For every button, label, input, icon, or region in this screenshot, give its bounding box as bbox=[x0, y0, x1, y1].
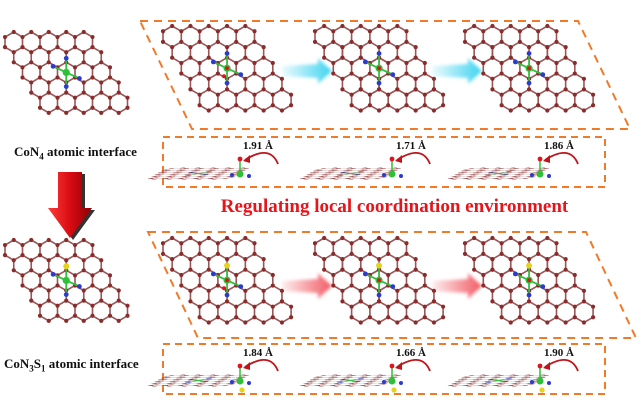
co-active-site bbox=[337, 378, 364, 383]
cyan-arrow-2 bbox=[432, 58, 482, 84]
co-active-site bbox=[210, 262, 244, 298]
co-active-site bbox=[50, 263, 82, 297]
con4-side-view-2-adsorbate bbox=[382, 156, 403, 178]
con4-top-view-1 bbox=[160, 23, 294, 113]
pink-arrow-2 bbox=[432, 273, 482, 299]
distance-label-top-1: 1.91 Å bbox=[243, 140, 273, 152]
co-active-site bbox=[210, 51, 244, 86]
distance-label-top-2: 1.71 Å bbox=[396, 140, 426, 152]
co-active-site bbox=[362, 51, 396, 86]
con3s1-side-view-2 bbox=[299, 374, 402, 387]
co-active-site bbox=[185, 378, 212, 383]
con4-side-view-1-adsorbate bbox=[230, 156, 251, 178]
cyan-arrow-1 bbox=[282, 58, 332, 84]
co-active-site bbox=[362, 262, 396, 298]
co-active-site bbox=[50, 55, 82, 89]
con4-top-view-2 bbox=[312, 23, 446, 113]
down-arrow-icon bbox=[48, 172, 95, 240]
con3s1-top-view-1 bbox=[160, 235, 294, 325]
con3s1-side-view-1-adsorbate bbox=[230, 363, 251, 393]
center-title: Regulating local coordination environmen… bbox=[220, 196, 569, 217]
con3s1-label: CoN3S1 atomic interface bbox=[4, 356, 139, 374]
co-active-site bbox=[512, 51, 546, 86]
con4-side-view-2 bbox=[299, 167, 402, 180]
con3s1-side-view-3-adsorbate bbox=[530, 363, 551, 393]
distance-label-bottom-1: 1.84 Å bbox=[243, 347, 273, 359]
co-active-site bbox=[485, 171, 512, 176]
distance-label-top-3: 1.86 Å bbox=[544, 140, 574, 152]
side-view-frame-bottom bbox=[162, 343, 606, 395]
con3s1-lattice bbox=[2, 237, 130, 323]
con4-label: CoN4 atomic interface bbox=[14, 144, 137, 162]
con4-side-view-3-adsorbate bbox=[530, 156, 551, 178]
con4-top-view-3 bbox=[462, 23, 596, 113]
side-view-frame-top bbox=[162, 136, 606, 188]
con3s1-top-view-3 bbox=[462, 235, 596, 325]
pink-arrow-1 bbox=[282, 273, 332, 299]
co-active-site bbox=[185, 171, 212, 176]
con3s1-side-view-3 bbox=[447, 374, 550, 387]
con3s1-side-view-1 bbox=[147, 374, 250, 387]
con3s1-side-view-2-adsorbate bbox=[382, 363, 403, 393]
con4-side-view-3 bbox=[447, 167, 550, 180]
co-active-site bbox=[512, 262, 546, 298]
co-active-site bbox=[485, 378, 512, 383]
distance-label-bottom-2: 1.66 Å bbox=[396, 347, 426, 359]
con3s1-top-view-2 bbox=[312, 235, 446, 325]
co-active-site bbox=[337, 171, 364, 176]
con4-lattice bbox=[2, 29, 130, 115]
distance-label-bottom-3: 1.90 Å bbox=[544, 347, 574, 359]
con4-side-view-1 bbox=[147, 167, 250, 180]
